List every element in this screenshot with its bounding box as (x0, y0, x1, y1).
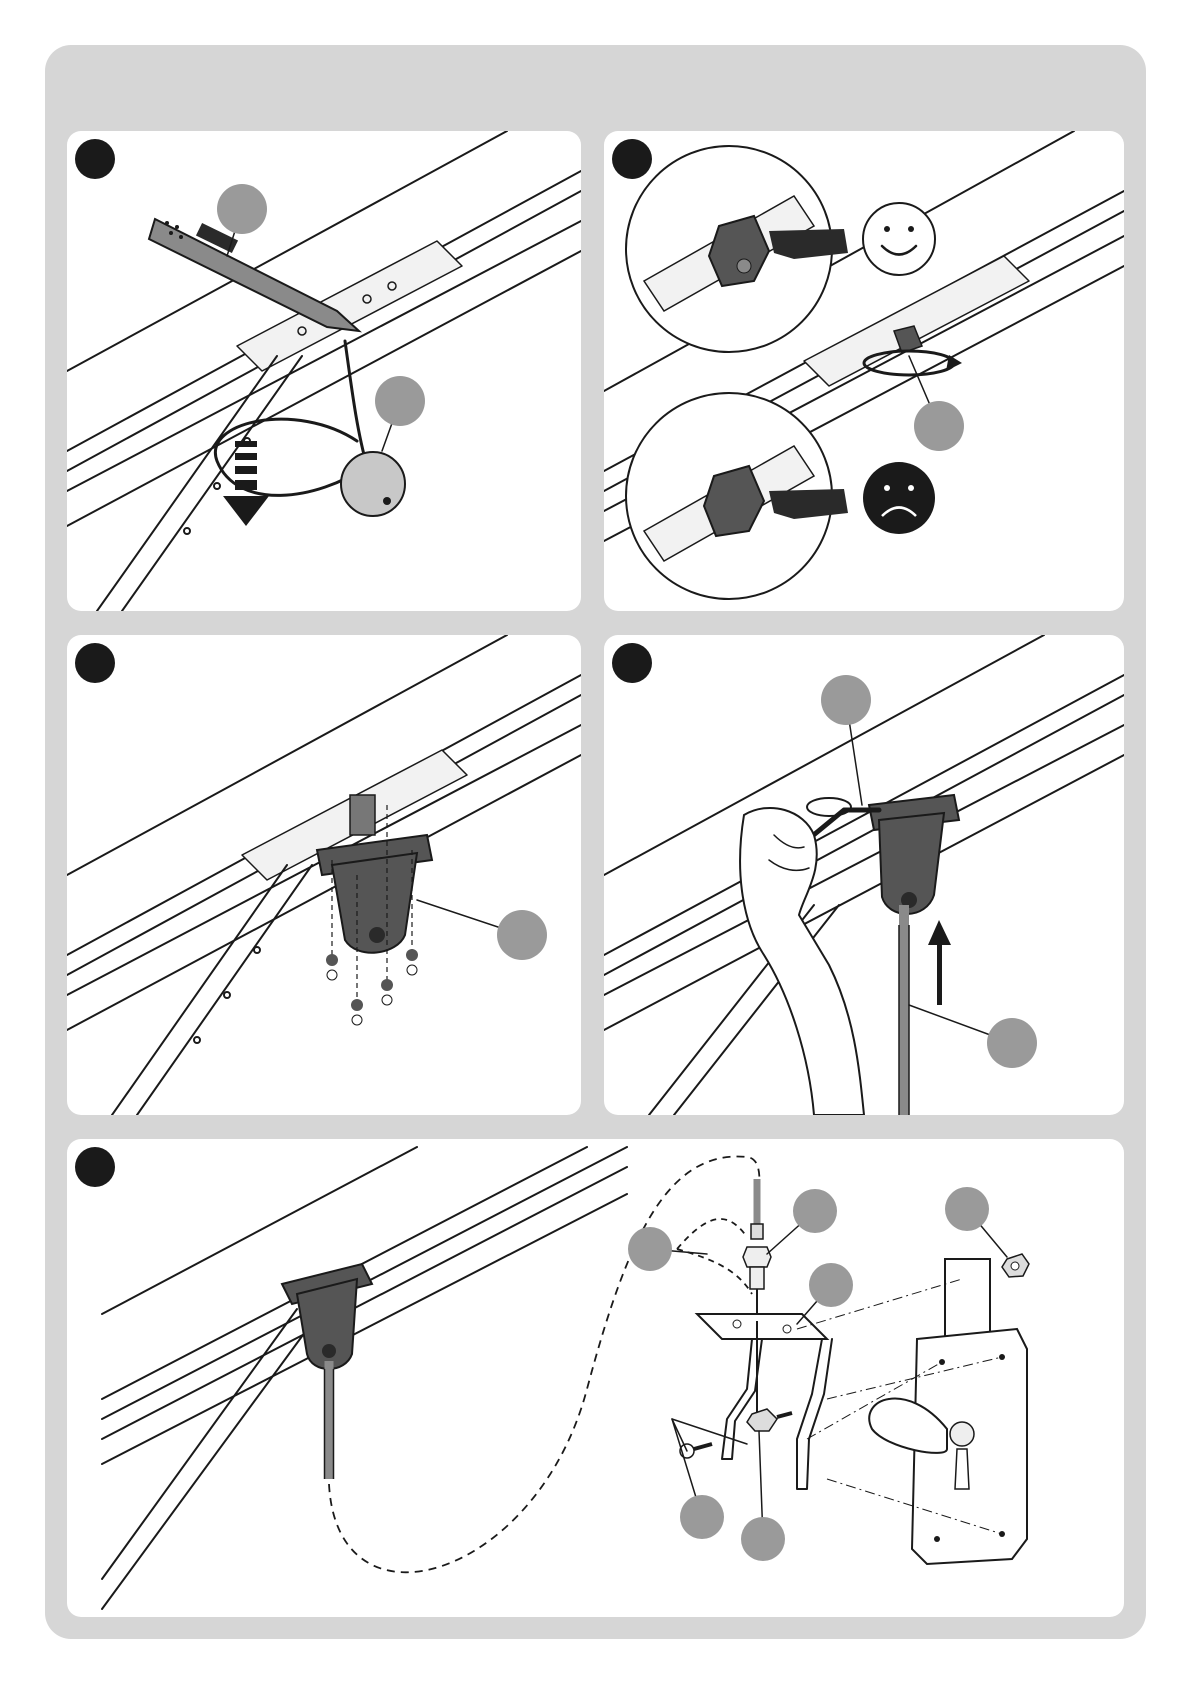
callout-bracket (497, 910, 547, 960)
callout-clamp (914, 401, 964, 451)
callout-cable-ball (375, 376, 425, 426)
illustration-insert-cable (604, 635, 1124, 1115)
arrow-down-icon (223, 441, 269, 526)
step-badge-3 (75, 643, 115, 683)
lock-bracket (697, 1314, 832, 1489)
smiley-face-icon (863, 203, 935, 275)
illustration-cut-cable (67, 131, 581, 611)
door-strut (102, 1309, 322, 1609)
cable (345, 341, 367, 466)
screws (326, 949, 418, 1025)
door-lock (869, 1259, 1027, 1564)
callout-clamp-nut (741, 1517, 785, 1561)
cable-ball (341, 452, 405, 516)
illustration-mount-bracket (67, 635, 581, 1115)
panel-step-5 (67, 1139, 1124, 1617)
callout-lock-bracket (809, 1263, 853, 1307)
illustration-connect-lock (67, 1139, 1124, 1617)
panel-step-4 (604, 635, 1124, 1115)
step-badge-2 (612, 139, 652, 179)
clamp-nut (747, 1409, 792, 1431)
door-rail (102, 1147, 627, 1464)
arrow-up-icon (928, 920, 951, 1005)
step-badge-1 (75, 139, 115, 179)
step-badge-4 (612, 643, 652, 683)
zoom-incorrect-orientation (626, 393, 848, 599)
callout-screws (680, 1495, 724, 1539)
cable-bracket (869, 795, 959, 914)
sad-face-icon (863, 462, 935, 534)
hex-nut (1002, 1254, 1029, 1277)
step-badge-5 (75, 1147, 115, 1187)
panel-step-2 (604, 131, 1124, 611)
illustration-clamp-orientation (604, 131, 1124, 611)
callout-cable (987, 1018, 1037, 1068)
cable-bracket (282, 1264, 372, 1369)
utility-knife (149, 219, 359, 331)
callout-hex-nut (945, 1187, 989, 1231)
zoom-correct-orientation (626, 146, 848, 352)
cable-end-fitting (743, 1179, 771, 1319)
panel-step-3 (67, 635, 581, 1115)
callout-knife (217, 184, 267, 234)
door-strut (97, 356, 302, 611)
panel-step-1 (67, 131, 581, 611)
callout-fitting (793, 1189, 837, 1233)
callout-cable-end (628, 1227, 672, 1271)
mounting-plate (804, 256, 1029, 386)
page-frame (45, 45, 1146, 1639)
hand (740, 808, 864, 1115)
callout-hex-key (821, 675, 871, 725)
